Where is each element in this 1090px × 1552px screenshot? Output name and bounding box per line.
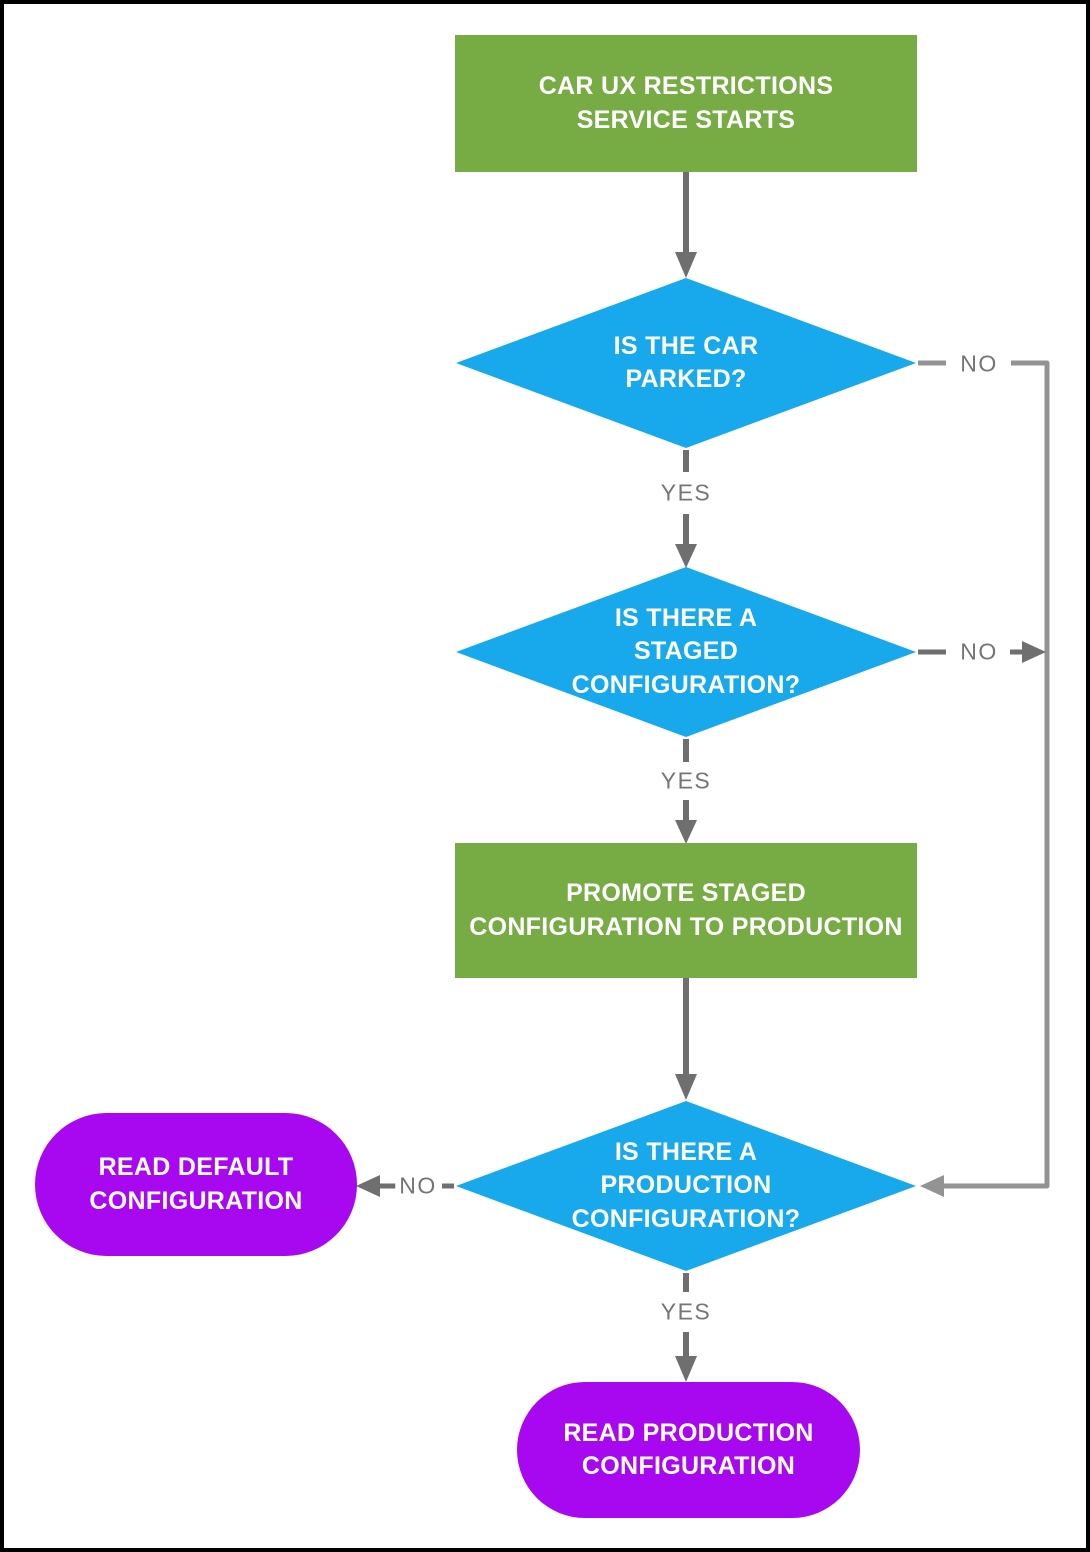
- edge-label-staged-no: NO: [956, 638, 1002, 666]
- node-promote-label: PROMOTE STAGED CONFIGURATION TO PRODUCTI…: [469, 879, 903, 941]
- node-start: CAR UX RESTRICTIONS SERVICE STARTS: [455, 35, 917, 172]
- node-start-label: CAR UX RESTRICTIONS SERVICE STARTS: [538, 72, 834, 134]
- node-promote: PROMOTE STAGED CONFIGURATION TO PRODUCTI…: [455, 843, 917, 978]
- node-read-production: READ PRODUCTION CONFIGURATION: [517, 1382, 860, 1518]
- edge-label-production-no: NO: [395, 1172, 441, 1200]
- node-decision-has-production-label: IS THERE A PRODUCTION CONFIGURATION?: [571, 1137, 801, 1233]
- node-read-default-label: READ DEFAULT CONFIGURATION: [89, 1153, 303, 1215]
- edge-label-parked-yes: YES: [656, 479, 716, 507]
- edge-staged-no-arrowhead: [1022, 641, 1046, 663]
- edge-promote-arrowhead: [675, 1074, 697, 1100]
- edge-parked-yes-arrowhead: [675, 544, 697, 568]
- edge-label-production-yes: YES: [656, 1298, 716, 1326]
- edge-staged-yes-arrowhead: [675, 820, 697, 844]
- node-decision-has-staged-label: IS THERE A STAGED CONFIGURATION?: [571, 603, 801, 699]
- edge-label-parked-no: NO: [956, 350, 1002, 378]
- edge-label-staged-yes: YES: [656, 767, 716, 795]
- edge-bypass-arrowhead: [920, 1175, 944, 1197]
- edge-start-arrowhead: [675, 252, 697, 278]
- node-read-production-label: READ PRODUCTION CONFIGURATION: [563, 1418, 814, 1481]
- node-read-default: READ DEFAULT CONFIGURATION: [35, 1113, 357, 1256]
- node-decision-is-parked-label: IS THE CAR PARKED?: [613, 331, 759, 394]
- edge-production-yes-arrowhead: [675, 1356, 697, 1382]
- edge-production-no-arrowhead: [356, 1175, 380, 1197]
- edge-parked-no-bypass-line: [942, 360, 1050, 1189]
